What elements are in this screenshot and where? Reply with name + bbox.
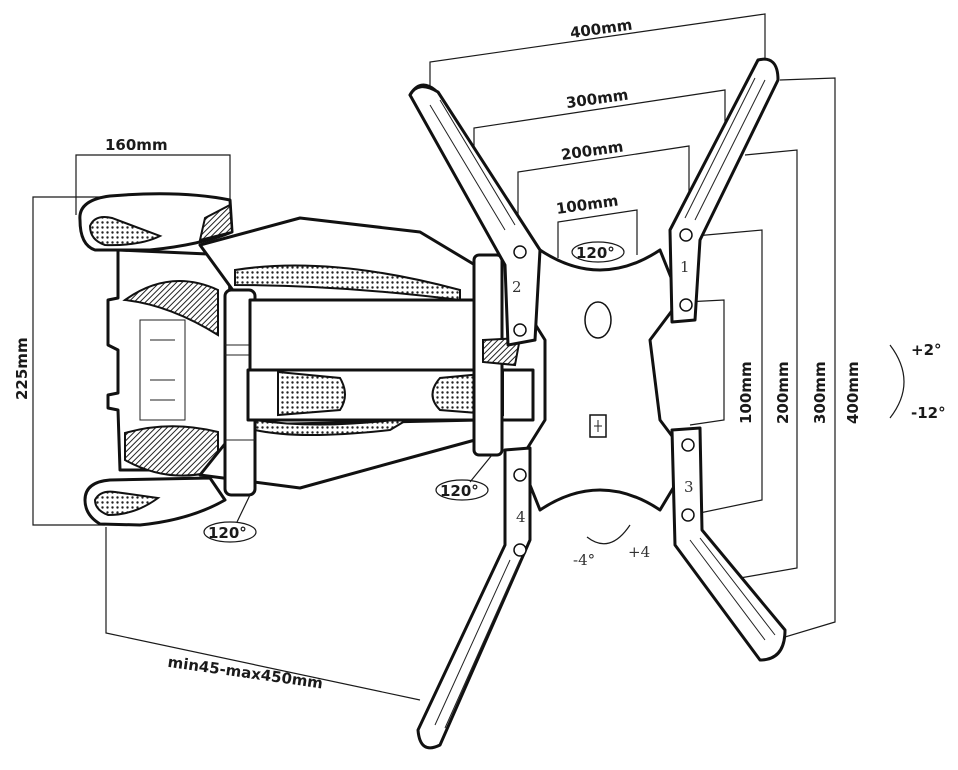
middle-arm-box [248,298,477,372]
swivel-angles: 120° 120° 120° [203,241,625,543]
dimension-line-400-h [429,13,766,88]
wall-plate-dimensions: 160mm 225mm [13,136,231,526]
arm-number-4: 4 [516,508,526,526]
arm-segment-middle [246,253,535,457]
swivel-ellipse-top [571,241,625,263]
bottom-cap-grip [93,490,161,517]
tilt-indicator: +2° -12° [889,341,946,422]
screw-icon [513,323,527,337]
slot-rail [684,77,766,221]
slot-rail [429,99,516,231]
lower-arm-grip [254,417,411,436]
center-plate [518,248,692,512]
dimension-line-300-v [739,149,798,579]
arm-lower-left [416,446,532,750]
vesa-300-h-label: 300mm [565,86,629,113]
slot-rail [434,559,521,729]
dimension-line-225 [32,196,140,526]
slot-rail [689,537,776,641]
swivel-angle-top: 120° [576,244,615,262]
wall-plate-height-label: 225mm [13,337,31,400]
vesa-vertical-dimensions: 100mm 200mm 300mm 400mm [684,77,862,641]
wall-plate-width-label: 160mm [105,136,168,154]
screw-icon [513,468,527,482]
dimension-line-100-h [557,209,638,258]
rotation-indicator: -4° +4 [573,524,650,569]
top-cap-grip [88,216,163,247]
plate-ribs [150,339,175,401]
dimension-line-extension [105,527,421,701]
vesa-400-v-label: 400mm [844,361,862,424]
vesa-300-v-label: 300mm [811,361,829,424]
dimension-line-160 [75,154,231,215]
cable-hole [584,301,612,339]
tilt-down-label: -12° [911,404,946,422]
arm-upper-right [668,57,780,324]
top-cap-side [198,203,234,242]
swivel-ellipse-bottom [203,521,257,543]
dimension-line-200-h [517,145,690,228]
screw-icon [681,508,695,522]
upper-hatch [122,280,219,337]
arm-upper-left-rail [408,85,542,347]
arm-number-2: 2 [512,278,522,296]
extension-dimension: min45-max450mm [105,527,421,701]
vesa-400-h-label: 400mm [569,16,633,43]
swivel-leader-bottom [236,494,251,523]
level-icon [594,420,602,432]
vesa-200-h-label: 200mm [560,137,624,164]
swivel-angle-mid: 120° [440,482,479,500]
dimension-line-100-v [684,299,725,426]
swivel-leader-mid [469,454,493,483]
tilt-arc-icon [889,344,905,419]
screw-icon [513,543,527,557]
arm-number-3: 3 [684,478,694,496]
swivel-ellipse-mid [435,479,489,501]
screw-icon [679,298,693,312]
tv-bracket: 1 2 3 4 [408,57,787,750]
arm-number-1: 1 [680,258,690,276]
plate-channel [139,319,186,421]
vesa-200-v-label: 200mm [774,361,792,424]
swivel-angle-bottom: 120° [208,524,247,542]
rotation-arc-icon [586,524,631,545]
dimension-line-400-v [774,77,836,641]
vesa-100-v-label: 100mm [737,361,755,424]
arm-segment-upper [198,216,482,490]
rotation-minus-label: -4° [573,551,595,569]
screw-icon [679,228,693,242]
wall-plate [78,192,234,527]
arm-lower-right [670,426,787,662]
rotation-plus-label: +4 [628,543,650,561]
middle-bar-grip-left [277,370,346,417]
screw-icon [513,245,527,259]
tilt-up-label: +2° [911,341,942,359]
dimension-line-300-h [473,89,726,155]
extension-label: min45-max450mm [167,653,325,693]
dimension-line-200-v [689,229,763,516]
screw-icon [681,438,695,452]
